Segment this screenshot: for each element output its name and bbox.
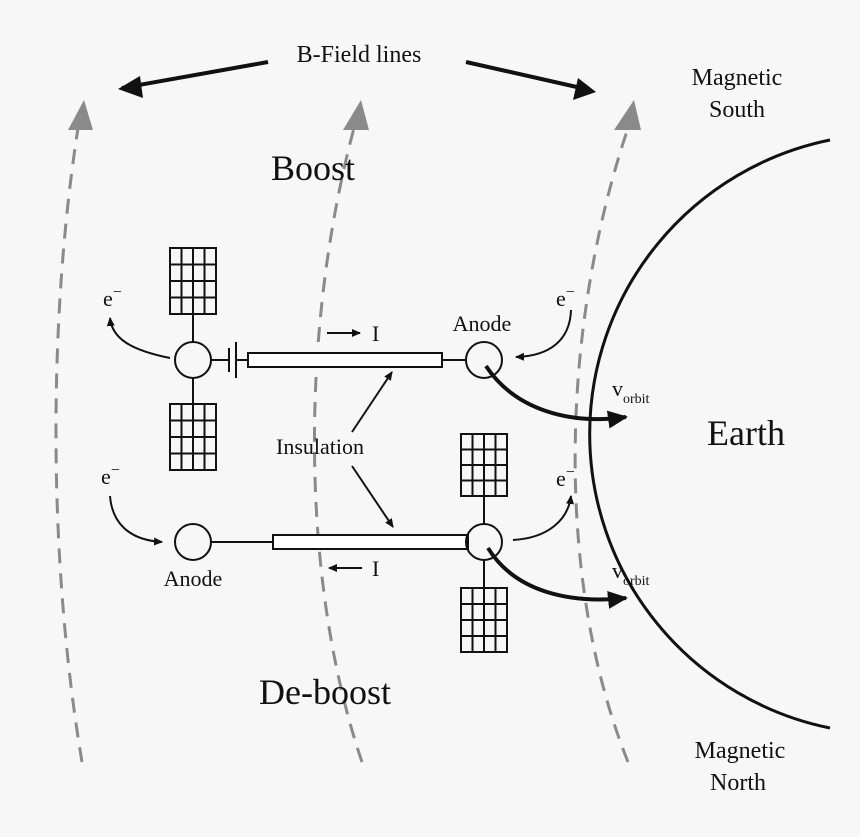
bfield-arrow-right — [465, 60, 591, 92]
magnetic-south-label-line2: South — [709, 97, 765, 123]
solar-panel-icon — [460, 433, 508, 497]
velocity-label: vorbit — [612, 558, 650, 589]
solar-panel-icon — [169, 247, 217, 315]
electron-label: e− — [556, 284, 575, 311]
field-line-left — [54, 127, 84, 763]
bfield-arrow-left — [121, 60, 269, 90]
earth: Earth — [588, 138, 831, 730]
tether-insulation — [272, 534, 469, 550]
anode-label: Anode — [453, 311, 512, 336]
electron-collect-arrow — [109, 495, 163, 546]
electron-emit-arrow — [106, 317, 171, 359]
electron-emit-arrow — [512, 495, 574, 541]
bfield-label-group: B-Field lines — [118, 42, 596, 100]
orbit-velocity-arrow — [484, 364, 628, 429]
insulation-label: Insulation — [276, 434, 364, 459]
earth-outline — [588, 138, 831, 730]
current-label: I — [372, 321, 379, 346]
field-arrowhead-right — [614, 100, 641, 130]
boost-system: Anode I e− e− vorbit — [103, 247, 650, 471]
anode-icon — [465, 341, 503, 379]
field-arrowhead-left — [68, 100, 93, 130]
velocity-label: vorbit — [612, 376, 650, 407]
solar-panel-icon — [169, 403, 217, 471]
field-line-middle — [313, 127, 364, 763]
boost-heading: Boost — [271, 148, 355, 188]
electron-label: e− — [101, 462, 120, 489]
electron-label: e− — [556, 464, 575, 491]
bfield-label: B-Field lines — [297, 42, 422, 68]
insulation-pointer-down — [351, 465, 394, 528]
deboost-heading: De-boost — [259, 672, 391, 712]
magnetic-north-label-line1: Magnetic — [695, 738, 786, 764]
bfield-arrowhead-left — [118, 76, 143, 98]
orbit-velocity-arrow — [486, 546, 628, 609]
insulation-pointer-up — [351, 371, 393, 433]
field-lines — [54, 100, 641, 763]
deboost-system: Anode I e — [101, 433, 650, 653]
magnetic-north-label-line2: North — [710, 770, 766, 796]
anode-label: Anode — [164, 566, 223, 591]
bfield-arrowhead-right — [573, 78, 596, 100]
solar-panel-icon — [460, 587, 508, 653]
electron-label: e− — [103, 284, 122, 311]
tether-insulation — [247, 352, 443, 368]
earth-label: Earth — [707, 413, 785, 453]
insulation-callout: Insulation — [276, 371, 394, 528]
field-arrowhead-middle — [343, 100, 369, 130]
current-label: I — [372, 556, 379, 581]
cathode-satellite-icon — [174, 341, 212, 379]
anode-icon — [174, 523, 212, 561]
field-line-right — [573, 127, 630, 763]
magnetic-south-label-line1: Magnetic — [692, 65, 783, 91]
cathode-satellite-icon — [465, 523, 503, 561]
electron-collect-arrow — [515, 309, 572, 361]
